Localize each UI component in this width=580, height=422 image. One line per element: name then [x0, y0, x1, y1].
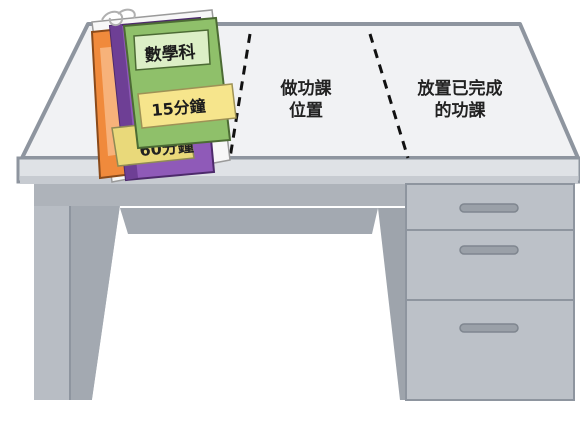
front-sticky-note: 15分鐘 [137, 83, 237, 129]
work-area-label-line2: 位置 [289, 101, 323, 121]
desk-pedestal [405, 183, 575, 401]
drawer-handle-middle [459, 245, 519, 255]
done-area-label: 放置已完成 的功課 [400, 78, 520, 122]
book-subject-label: 數學科 [144, 41, 196, 66]
drawer-handle-top [459, 203, 519, 213]
done-area-label-line1: 放置已完成 [417, 79, 503, 99]
work-area-label-line1: 做功課 [280, 79, 332, 99]
zone-divider-left [228, 33, 252, 159]
drawer-handle-bottom [459, 323, 519, 333]
book-stack: 60分鐘 數學科 15分鐘 [90, 8, 237, 183]
paperclip-icon [101, 8, 136, 26]
green-book: 數學科 [122, 16, 232, 150]
sticky-note-label: 15分鐘 [151, 96, 207, 120]
zone-divider-right [368, 33, 410, 159]
desk-body [34, 184, 406, 400]
work-area-label: 做功課 位置 [262, 78, 350, 122]
done-area-label-line2: 的功課 [434, 101, 486, 121]
